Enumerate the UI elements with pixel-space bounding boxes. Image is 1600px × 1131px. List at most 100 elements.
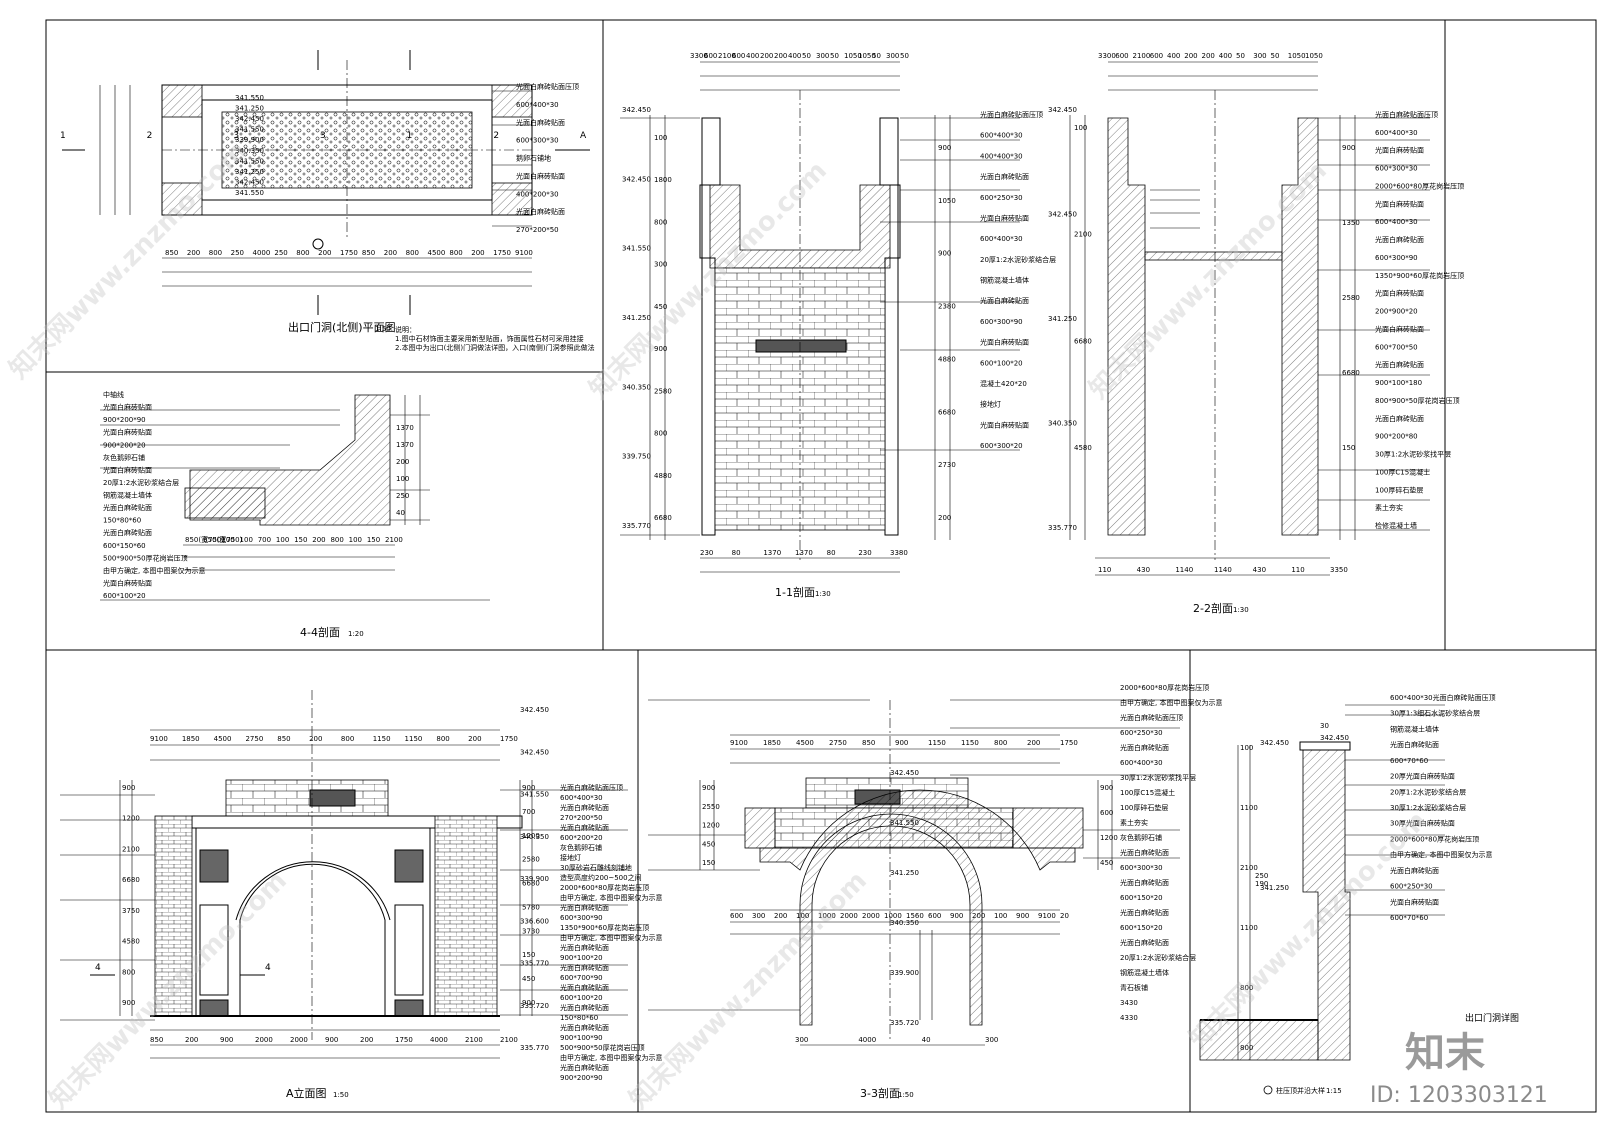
plan-dims_bottom-5: 250 — [274, 249, 287, 257]
sec22-labels-20: 100厚C15混凝土 — [1375, 467, 1430, 476]
elevA-dims_left-3: 6680 — [122, 876, 140, 884]
elevA-elevations-1: 342.450 — [520, 748, 549, 756]
sec22-elevations-1: 342.450 — [1048, 211, 1077, 219]
elevA-labels-12: 光面白麻砖贴面 — [560, 903, 609, 912]
sec22-dims_bottom-6: 3350 — [1330, 566, 1348, 574]
sec11-dims_top-14: 300 — [886, 52, 899, 60]
sec22-labels-0: 光面白麻砖贴面压顶 — [1375, 110, 1438, 119]
sec33-labels-18: 20厚1:2水泥砂浆结合层 — [1120, 953, 1196, 962]
sec33-dims_top-6: 1150 — [928, 739, 946, 747]
elevA-dims_top-3: 2750 — [245, 735, 263, 743]
sec22-labels-19: 30厚1:2水泥砂浆找平层 — [1375, 450, 1451, 459]
sec11-dims_top-10: 50 — [830, 52, 839, 60]
sec33-labels-15: 光面白麻砖贴面 — [1120, 908, 1169, 917]
plan-dims_left-6: 600 — [114, 0, 127, 2]
plan-elevations-1: 341.250 — [235, 105, 264, 113]
elevA-labels-26: 500*900*50厚花岗岩压顶 — [560, 1043, 645, 1052]
sec44-dims_bottom-4: 700 — [258, 536, 271, 544]
elevA-dims_top-10: 200 — [468, 735, 481, 743]
detail-dims_top-0: 30 — [1320, 722, 1329, 730]
sec11-elevations-1: 342.450 — [622, 175, 651, 183]
sec11-labels-4: 600*250*30 — [980, 194, 1023, 202]
elevA-dims_bottom-6: 200 — [360, 1036, 373, 1044]
sec33-labels-12: 600*300*30 — [1120, 864, 1163, 872]
sec33-labels-16: 600*150*20 — [1120, 924, 1163, 932]
elevA-dims_bottom-7: 1750 — [395, 1036, 413, 1044]
sec33-title: 3-3剖面 — [860, 1086, 900, 1100]
elevA-dims_top-5: 200 — [309, 735, 322, 743]
detail-dims_left-1: 1100 — [1240, 804, 1258, 812]
sec22-labels-17: 光面白麻砖贴面 — [1375, 414, 1424, 423]
sec44-labels-0: 中轴线 — [103, 390, 124, 399]
sec11-dims_bottom-4: 80 — [827, 549, 836, 557]
sec33-labels-8: 100厚碎石垫层 — [1120, 803, 1168, 812]
sec22-dims_left-0: 100 — [1074, 124, 1087, 132]
elevA-dims_bottom-8: 4000 — [430, 1036, 448, 1044]
elevA-labels-11: 由甲方确定, 本图中图案仅为示意 — [560, 893, 662, 902]
sec22-labels-18: 900*200*80 — [1375, 433, 1418, 441]
sec11-labels-16: 600*300*20 — [980, 442, 1023, 450]
plan-elevations-7: 341.250 — [235, 168, 264, 176]
elevA-dims_left-2: 2100 — [122, 845, 140, 853]
plan-elevations-3: 341.550 — [235, 126, 264, 134]
elevA-dims_top-1: 1850 — [182, 735, 200, 743]
sec33-labels-1: 由甲方确定, 本图中图案仅为示意 — [1120, 698, 1222, 707]
sec11-elevations-0: 342.450 — [622, 106, 651, 114]
plan-labels-8: 270*200*50 — [516, 226, 559, 234]
plan-dims_bottom-1: 200 — [187, 249, 200, 257]
plan-dims_bottom-12: 4500 — [428, 249, 446, 257]
plan-dims_bottom-4: 4000 — [253, 249, 271, 257]
detail-labels-6: 20厚1:2水泥砂浆结合层 — [1390, 787, 1466, 796]
plan-title: 出口门洞(北侧)平面图 — [288, 320, 396, 334]
elevA-labels-18: 光面白麻砖贴面 — [560, 963, 609, 972]
sec11-labels-3: 光面白麻砖贴面 — [980, 172, 1029, 181]
sec33-dims_mid-13: 900 — [1016, 912, 1029, 920]
sec22-dims_top-3: 600 — [1150, 52, 1163, 60]
sec22-dims_right-0: 900 — [1342, 144, 1355, 152]
sec44-dims_bottom-9: 100 — [349, 536, 362, 544]
sec22-labels-3: 600*300*30 — [1375, 165, 1418, 173]
elevA-labels-17: 900*100*20 — [560, 954, 603, 962]
sec44-dims_bottom-3: 100 — [240, 536, 253, 544]
sec33-dims_right-0: 900 — [1100, 784, 1113, 792]
plan-section_marks-4: 1 — [407, 131, 413, 141]
sec11-dims_top-11: 1050 — [844, 52, 862, 60]
sec33-labels-0: 2000*600*80厚花岗岩压顶 — [1120, 683, 1209, 692]
plan-panel — [62, 50, 590, 315]
plan-labels-3: 600*300*30 — [516, 137, 559, 145]
sec11-labels-1: 600*400*30 — [980, 132, 1023, 140]
sec44-labels-14: 由甲方确定, 本图中图案仅为示意 — [103, 566, 205, 575]
sec22-labels-9: 1350*900*60厚花岗岩压顶 — [1375, 271, 1464, 280]
sec11-dims_top-7: 400 — [788, 52, 801, 60]
sec33-dims_top-9: 200 — [1027, 739, 1040, 747]
sec44-labels-1: 光面白麻砖贴面 — [103, 403, 152, 412]
plan-dims_bottom-14: 200 — [471, 249, 484, 257]
sec22-dims_bottom-1: 430 — [1137, 566, 1150, 574]
elevA-labels-10: 2000*600*80厚花岗岩压顶 — [560, 883, 649, 892]
sec11-dims_bottom-2: 1370 — [763, 549, 781, 557]
sec11-labels-9: 光面白麻砖贴面 — [980, 296, 1029, 305]
sec22-labels-13: 600*700*50 — [1375, 343, 1418, 351]
sec33-dims_mid-15: 20 — [1060, 912, 1069, 920]
watermark-4: 知末网www.znzmo.com — [44, 866, 293, 1115]
elevA-labels-13: 600*300*90 — [560, 914, 603, 922]
sec33-labels-21: 3430 — [1120, 999, 1138, 1007]
plan-elevations-6: 341.550 — [235, 157, 264, 165]
sec11-labels-15: 光面白麻砖贴面 — [980, 420, 1029, 429]
sec11-dims_top-5: 200 — [760, 52, 773, 60]
sec33-dims_bottom-2: 40 — [922, 1036, 931, 1044]
sec33-dims_top-7: 1150 — [961, 739, 979, 747]
sec44-scale: 1:20 — [348, 630, 364, 638]
sec33-dims_top-5: 900 — [895, 739, 908, 747]
elevA-labels-19: 600*700*90 — [560, 974, 603, 982]
sec11-dims_top-3: 600 — [732, 52, 745, 60]
sec11-dims_bottom-0: 230 — [700, 549, 713, 557]
plan-elevations-0: 341.550 — [235, 94, 264, 102]
sec33-dims_mid-8: 1560 — [906, 912, 924, 920]
plan-labels-6: 400*200*30 — [516, 190, 559, 198]
plan-dims_bottom-7: 200 — [318, 249, 331, 257]
sec11-elevations-4: 340.350 — [622, 383, 651, 391]
sec44-labels-6: 光面白麻砖贴面 — [103, 465, 152, 474]
detail-title: 柱压顶并沿大样 — [1276, 1086, 1325, 1095]
